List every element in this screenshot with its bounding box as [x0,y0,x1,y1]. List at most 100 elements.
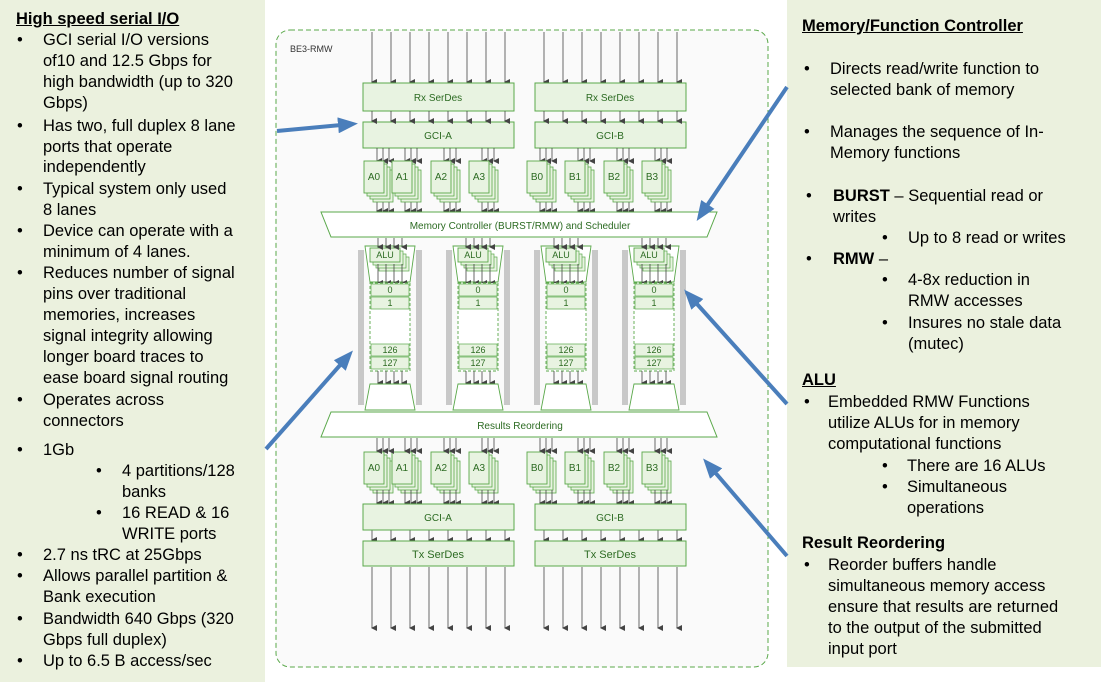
callout-arrow-serial-io [276,117,358,134]
left-line: 2.7 ns tRC at 25Gbps [43,546,202,564]
callout-arrow-memory-controller [696,85,789,221]
partition-label: A0 [368,463,381,474]
bank-row [546,283,586,297]
gci-a-top [362,121,515,149]
partition-block [363,160,385,194]
left-line: GCI serial I/O versions [43,31,209,49]
bank-row [458,356,498,370]
gci-b-bottom [534,503,687,531]
output-funnel [452,383,504,411]
bank-row [458,283,498,297]
burst-desc: – Sequential read or [889,187,1044,205]
bullet: • [17,567,23,585]
bullet: • [882,478,888,496]
rmw-desc: – [874,250,888,268]
partition-block [468,160,490,194]
bank-label: 1 [651,298,656,308]
left-line: Bandwidth 640 Gbps (320 [43,610,234,628]
burst-label: BURST [833,187,890,205]
bullet: • [806,250,812,268]
partition-label: B0 [531,172,544,183]
gci-a-top-label: GCI-A [424,131,452,142]
bank-label: 126 [646,345,661,355]
partition-block [564,451,586,485]
bank-label: 1 [387,298,392,308]
left-line: Has two, full duplex 8 lane [43,117,236,135]
bank-label: 0 [651,285,656,295]
right-line: Directs read/write function to [830,60,1040,78]
left-line: banks [122,483,167,501]
bank-label: 127 [646,358,661,368]
right-line: Memory functions [830,144,961,162]
rx-serdes-b [534,82,687,112]
left-line: Device can operate with a [43,222,233,240]
left-line: 4 partitions/128 [122,462,235,480]
partition-block [641,160,663,194]
left-line: Up to 6.5 B access/sec [43,652,212,670]
bank-row [634,343,674,357]
left-line: longer board traces to [43,348,204,366]
gci-a-bottom [362,503,515,531]
bank-row [370,283,410,297]
tx-serdes-a [362,540,515,567]
bullet: • [882,229,888,247]
bullet: • [882,457,888,475]
right-line: writes [833,208,877,226]
bullet: • [17,610,23,628]
partition-label: B2 [608,463,621,474]
left-line: Bank execution [43,588,156,606]
partition-block [430,451,452,485]
bullet: • [804,60,810,78]
left-line: memories, increases [43,306,196,324]
bank-row [546,343,586,357]
right-line: RMW accesses [908,292,1023,310]
bank-row [634,296,674,310]
partition-block [526,160,548,194]
left-line: Typical system only used [43,180,227,198]
partition-block [363,451,385,485]
gci-b-top [534,121,687,149]
bank-label: 127 [382,358,397,368]
callout-arrow-alu [683,289,789,406]
left-line: ease board signal routing [43,369,229,387]
memory-controller-title: Memory/Function Controller [802,17,1023,35]
left-line: Allows parallel partition & [43,567,228,585]
alu-label: ALU [376,250,394,260]
bullet: • [17,652,23,670]
bullet: • [804,393,810,411]
left-line: connectors [43,412,124,430]
bank-label: 126 [470,345,485,355]
left-line: 8 lanes [43,201,97,219]
alu-label: ALU [552,250,570,260]
left-panel: High speed serial I/O [0,0,265,682]
bullet: • [17,31,23,49]
tx-serdes-a-label: Tx SerDes [412,549,464,561]
alu-line: computational functions [828,435,1002,453]
bank-label: 127 [558,358,573,368]
output-funnel [364,383,416,411]
output-funnel [540,383,592,411]
bank-row [370,296,410,310]
serial-output-lines [371,567,682,631]
left-line: minimum of 4 lanes. [43,243,191,261]
left-line: 1Gb [43,441,75,459]
partition-block [641,451,663,485]
rx-serdes-a [362,82,515,112]
left-line: pins over traditional [43,285,187,303]
partition-block [391,160,413,194]
partition-block [603,451,625,485]
serial-input-lines [371,32,682,85]
bank-label: 127 [470,358,485,368]
memory-controller [320,211,718,238]
partition-label: B0 [531,463,544,474]
bullet: • [17,264,23,282]
bullet: • [96,504,102,522]
bullet: • [17,180,23,198]
bank-row [370,343,410,357]
callout-arrow-banks [264,350,353,451]
